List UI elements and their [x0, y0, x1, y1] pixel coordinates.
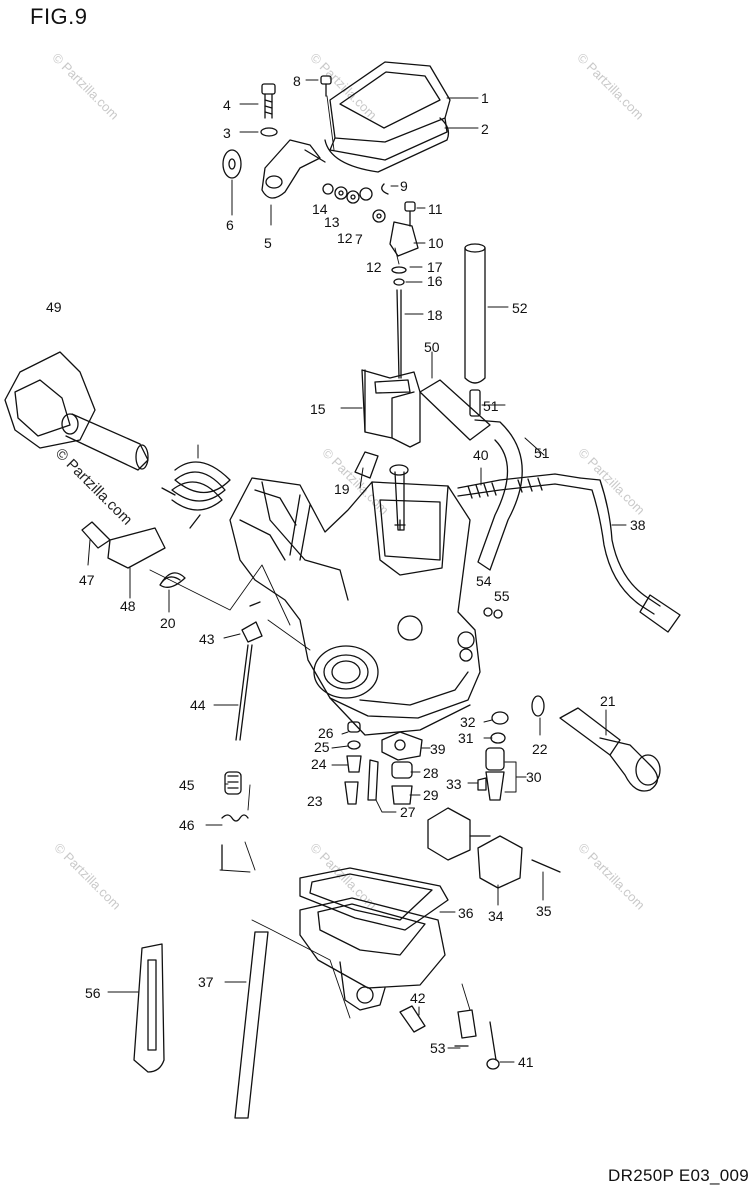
part-label-20: 20 — [160, 615, 176, 631]
part-label-51: 51 — [534, 445, 550, 461]
part-label-13: 13 — [324, 214, 340, 230]
vent-tube-long — [464, 243, 486, 384]
throttle-bolt — [260, 83, 278, 137]
leader-lines — [87, 79, 627, 1063]
part-label-1: 1 — [481, 90, 489, 106]
cap-screw — [320, 75, 332, 97]
part-label-46: 46 — [179, 817, 195, 833]
vent-hose — [419, 379, 523, 571]
part-label-21: 21 — [600, 693, 616, 709]
choke-cable — [457, 473, 681, 633]
part-label-12: 12 — [366, 259, 382, 275]
part-label-52: 52 — [512, 300, 528, 316]
part-label-3: 3 — [223, 125, 231, 141]
part-label-51: 51 — [483, 398, 499, 414]
part-label-31: 31 — [458, 730, 474, 746]
part-label-6: 6 — [226, 217, 234, 233]
part-label-45: 45 — [179, 777, 195, 793]
part-label-15: 15 — [310, 401, 326, 417]
part-label-14: 14 — [312, 201, 328, 217]
part-label-49: 49 — [46, 299, 62, 315]
assembly-lines — [149, 95, 471, 1019]
part-label-38: 38 — [630, 517, 646, 533]
top-cap — [324, 61, 451, 173]
needle-clip — [391, 266, 407, 286]
part-label-39: 39 — [430, 741, 446, 757]
part-label-56: 56 — [85, 985, 101, 1001]
part-label-53: 53 — [430, 1040, 446, 1056]
throttle-linkage — [81, 521, 186, 588]
part-label-5: 5 — [264, 235, 272, 251]
part-label-35: 35 — [536, 903, 552, 919]
part-label-34: 34 — [488, 908, 504, 924]
jet-needle — [396, 289, 402, 379]
idle-spring — [221, 771, 249, 871]
bracket — [133, 943, 165, 1073]
part-label-17: 17 — [427, 259, 443, 275]
part-label-44: 44 — [190, 697, 206, 713]
part-number-labels: 1234567891011121213141516171819202122232… — [0, 0, 646, 1070]
throttle-spring — [161, 461, 231, 529]
drain-tube — [234, 931, 269, 1119]
diagram-code: DR250P E03_009 — [608, 1166, 749, 1185]
figure-title: FIG.9 — [30, 4, 88, 29]
cable-pulley — [4, 351, 149, 471]
part-label-33: 33 — [446, 776, 462, 792]
needle-holder — [389, 201, 419, 257]
part-label-26: 26 — [318, 725, 334, 741]
part-label-42: 42 — [410, 990, 426, 1006]
part-label-25: 25 — [314, 739, 330, 755]
part-label-8: 8 — [293, 73, 301, 89]
float-bowl — [299, 867, 449, 1011]
small-washers — [322, 183, 389, 223]
choke-valve-parts — [477, 711, 509, 801]
part-label-28: 28 — [423, 765, 439, 781]
needle-jet — [367, 759, 413, 805]
part-label-43: 43 — [199, 631, 215, 647]
part-label-57: 57 — [0, 0, 16, 3]
part-label-29: 29 — [423, 787, 439, 803]
part-label-9: 9 — [400, 178, 408, 194]
float — [427, 807, 561, 889]
part-label-32: 32 — [460, 714, 476, 730]
part-label-30: 30 — [526, 769, 542, 785]
guide-tube — [354, 451, 379, 479]
float-needle — [381, 731, 423, 761]
part-label-55: 55 — [494, 588, 510, 604]
throttle-lever — [222, 139, 326, 199]
part-label-16: 16 — [427, 273, 443, 289]
part-label-27: 27 — [400, 804, 416, 820]
part-label-7: 7 — [355, 231, 363, 247]
carburetor-body — [229, 464, 481, 736]
part-label-36: 36 — [458, 905, 474, 921]
part-label-18: 18 — [427, 307, 443, 323]
part-label-19: 19 — [334, 481, 350, 497]
throttle-slide — [361, 369, 421, 448]
part-label-41: 41 — [518, 1054, 534, 1070]
part-label-12: 12 — [337, 230, 353, 246]
drain-screw — [399, 1005, 500, 1070]
part-label-4: 4 — [223, 97, 231, 113]
part-label-11: 11 — [428, 201, 443, 217]
part-label-48: 48 — [120, 598, 136, 614]
part-label-2: 2 — [481, 121, 489, 137]
choke-plunger — [531, 695, 661, 792]
part-label-37: 37 — [198, 974, 214, 990]
main-jets — [344, 721, 362, 805]
part-label-23: 23 — [307, 793, 323, 809]
part-label-22: 22 — [532, 741, 548, 757]
small-fittings — [483, 607, 503, 619]
part-label-54: 54 — [476, 573, 492, 589]
vent-fitting — [469, 389, 481, 417]
part-label-10: 10 — [428, 235, 444, 251]
part-label-24: 24 — [311, 756, 327, 772]
part-label-50: 50 — [424, 339, 440, 355]
part-label-40: 40 — [473, 447, 489, 463]
part-label-47: 47 — [79, 572, 95, 588]
idle-screw — [235, 601, 263, 741]
